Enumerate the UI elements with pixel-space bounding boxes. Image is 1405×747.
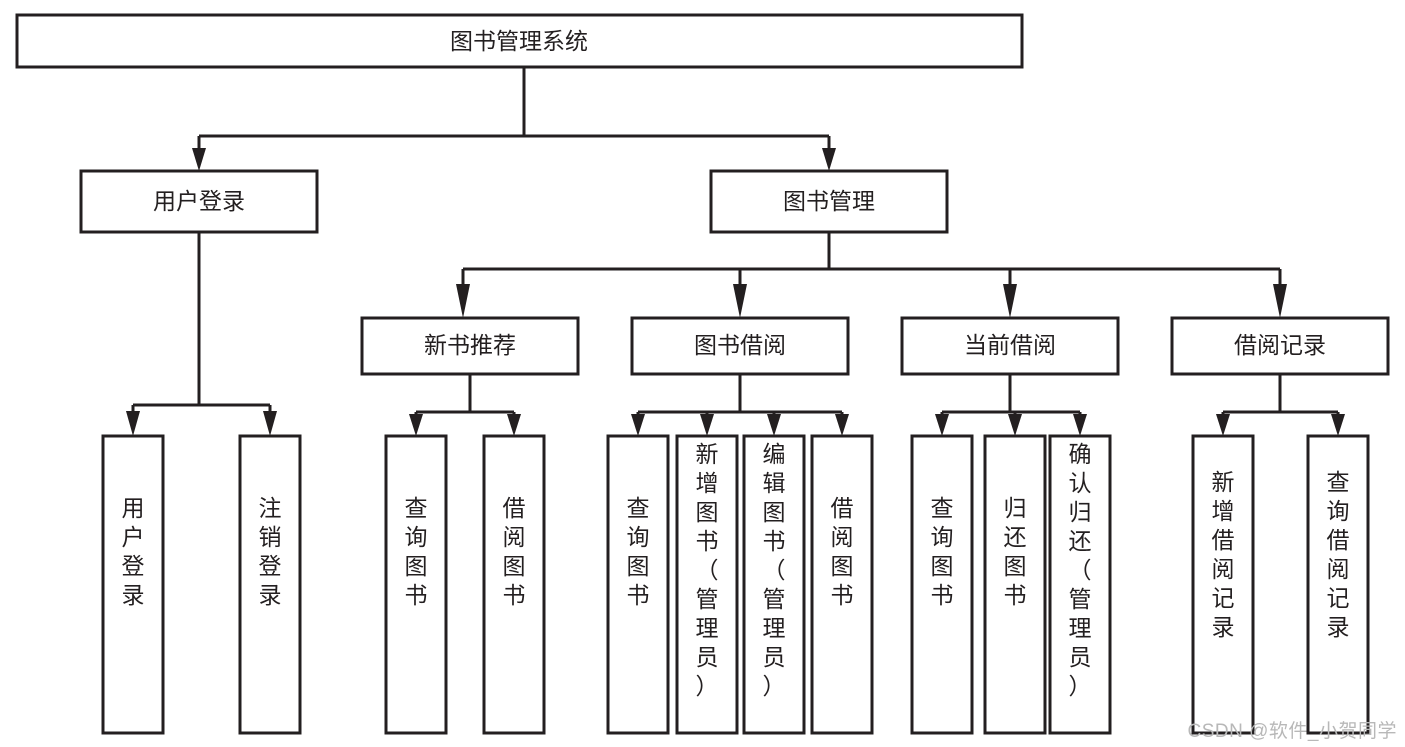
arrow-to-leaf-edit-book — [767, 414, 781, 436]
arrow-to-leaf-query-book-borrow — [631, 414, 645, 436]
arrow-to-leaf-add-record — [1216, 414, 1230, 436]
node-root-label: 图书管理系统 — [450, 28, 588, 54]
node-leaf-logout[interactable]: 注销登录 — [238, 434, 302, 735]
node-leaf-borrow-book-rec[interactable]: 借阅图书 — [482, 434, 546, 735]
node-book-borrow[interactable]: 图书借阅 — [630, 316, 850, 376]
node-leaf-return-book-box — [983, 434, 1047, 735]
node-new-book-rec[interactable]: 新书推荐 — [360, 316, 580, 376]
node-book-manage-label: 图书管理 — [783, 188, 875, 214]
node-leaf-add-book-label: 新增图书（管理员） — [696, 441, 719, 699]
node-leaf-query-book-cur-label: 查询图书 — [931, 495, 954, 608]
arrow-to-book-manage — [822, 148, 836, 171]
node-borrow-record-box — [1170, 316, 1390, 376]
node-leaf-borrow-book-rec-box — [482, 434, 546, 735]
node-leaf-query-record[interactable]: 查询借阅记录 — [1306, 434, 1370, 735]
arrowheads-layer — [126, 148, 1345, 436]
node-borrow-record-label: 借阅记录 — [1234, 332, 1326, 358]
arrow-to-leaf-query-book-cur — [935, 414, 949, 436]
node-book-borrow-box — [630, 316, 850, 376]
node-leaf-user-login-label: 用户登录 — [122, 495, 145, 608]
arrow-to-book-borrow — [733, 284, 747, 318]
node-leaf-edit-book-label: 编辑图书（管理员） — [763, 441, 786, 699]
node-leaf-query-record-label: 查询借阅记录 — [1327, 469, 1350, 640]
node-leaf-confirm-return-box — [1048, 434, 1112, 735]
node-leaf-user-login-box — [101, 434, 165, 735]
arrow-to-leaf-query-book-rec — [409, 414, 423, 436]
arrow-to-leaf-borrow-book-rec — [507, 414, 521, 436]
arrow-to-current-borrow — [1003, 284, 1017, 318]
arrow-to-leaf-borrow-book — [835, 414, 849, 436]
node-leaf-query-book-rec[interactable]: 查询图书 — [384, 434, 448, 735]
node-current-borrow[interactable]: 当前借阅 — [900, 316, 1120, 376]
node-root-box — [15, 13, 1024, 69]
node-leaf-query-book-borrow-label: 查询图书 — [627, 495, 650, 608]
node-leaf-add-record[interactable]: 新增借阅记录 — [1191, 434, 1255, 735]
node-leaf-confirm-return-label: 确认归还（管理员） — [1069, 441, 1092, 699]
node-current-borrow-label: 当前借阅 — [964, 332, 1056, 358]
arrow-to-user-login — [192, 148, 206, 171]
node-user-login-box — [79, 169, 319, 234]
node-book-manage-box — [709, 169, 949, 234]
node-new-book-rec-label: 新书推荐 — [424, 332, 516, 358]
node-leaf-user-login[interactable]: 用户登录 — [101, 434, 165, 735]
node-leaf-borrow-book[interactable]: 借阅图书 — [810, 434, 874, 735]
node-borrow-record[interactable]: 借阅记录 — [1170, 316, 1390, 376]
node-leaf-borrow-book-label: 借阅图书 — [831, 495, 854, 608]
arrow-to-leaf-user-login — [126, 411, 140, 436]
node-book-manage[interactable]: 图书管理 — [709, 169, 949, 234]
arrow-to-leaf-confirm-return — [1073, 414, 1087, 436]
node-user-login-label: 用户登录 — [153, 188, 245, 214]
node-book-borrow-label: 图书借阅 — [694, 332, 786, 358]
node-leaf-query-book-borrow[interactable]: 查询图书 — [606, 434, 670, 735]
node-leaf-query-book-cur[interactable]: 查询图书 — [910, 434, 974, 735]
arrow-to-leaf-logout — [263, 411, 277, 436]
node-current-borrow-box — [900, 316, 1120, 376]
node-leaf-return-book-label: 归还图书 — [1004, 495, 1027, 608]
node-leaf-query-book-rec-label: 查询图书 — [405, 495, 428, 608]
arrow-to-leaf-add-book — [700, 414, 714, 436]
node-leaf-query-record-box — [1306, 434, 1370, 735]
node-leaf-confirm-return[interactable]: 确认归还（管理员） — [1048, 434, 1112, 735]
node-leaf-add-book[interactable]: 新增图书（管理员） — [675, 434, 739, 735]
node-leaf-logout-box — [238, 434, 302, 735]
arrow-to-new-book-rec — [456, 284, 470, 318]
node-new-book-rec-box — [360, 316, 580, 376]
node-leaf-borrow-book-rec-label: 借阅图书 — [503, 495, 526, 608]
node-leaf-logout-label: 注销登录 — [259, 495, 282, 608]
node-leaf-query-book-borrow-box — [606, 434, 670, 735]
node-leaf-query-book-rec-box — [384, 434, 448, 735]
node-leaf-query-book-cur-box — [910, 434, 974, 735]
node-leaf-edit-book-box — [742, 434, 806, 735]
node-leaf-add-record-label: 新增借阅记录 — [1212, 469, 1235, 640]
arrow-to-leaf-query-record — [1331, 414, 1345, 436]
node-leaf-add-record-box — [1191, 434, 1255, 735]
node-user-login[interactable]: 用户登录 — [79, 169, 319, 234]
arrow-to-leaf-return-book — [1008, 414, 1022, 436]
arrow-to-borrow-record — [1273, 284, 1287, 318]
node-leaf-edit-book[interactable]: 编辑图书（管理员） — [742, 434, 806, 735]
node-root[interactable]: 图书管理系统 — [15, 13, 1024, 69]
node-leaf-return-book[interactable]: 归还图书 — [983, 434, 1047, 735]
node-leaf-add-book-box — [675, 434, 739, 735]
node-leaf-borrow-book-box — [810, 434, 874, 735]
